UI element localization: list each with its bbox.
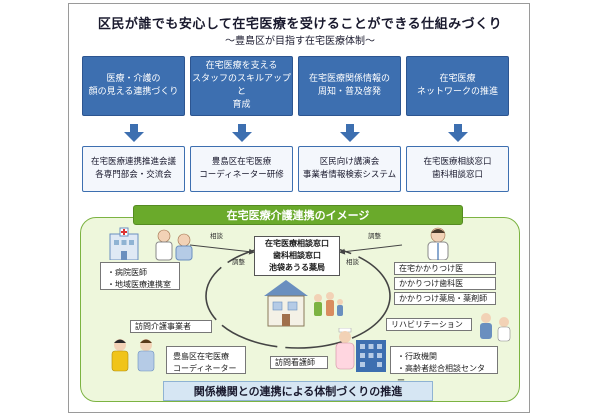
home-care-provider-box: 訪問介護事業者 [130,320,212,333]
home-family-illustration [256,276,346,328]
consult-tag-left: 相談 [210,232,223,240]
pillar-staff-skill-up: 在宅医療を支える スタッフのスキルアップと 育成 [190,56,293,116]
result-lectures-search-system: 区民向け講演会 事業者情報検索システム [298,146,401,192]
hub-pharmacy: 池袋あうる薬局 [269,263,325,272]
pillar-network-promotion: 在宅医療 ネットワークの推進 [406,56,509,116]
result-consultation-desks: 在宅医療相談窓口 歯科相談窓口 [406,146,509,192]
home-dentist-box: かかりつけ歯科医 [394,277,496,290]
rehabilitation-box: リハビリテーション [386,318,472,331]
hub-home-care-desk: 在宅医療相談窓口 [265,239,329,248]
elderly-support-center-label: ・高齢者総合相談センター [397,364,485,385]
visiting-nurse-box: 訪問看護師 [270,356,328,369]
home-doctor-box: 在宅かかりつけ医 [394,262,496,275]
pharmacy-box: かかりつけ薬局・薬剤師 [394,292,496,305]
section-banner: 在宅医療介護連携のイメージ [133,205,463,225]
result-collaboration-meetings: 在宅医療連携推進会議 各専門部会・交流会 [82,146,185,192]
coordinator-box: 豊島区在宅医療 コーディネーター [166,346,246,374]
hub-dental-desk: 歯科相談窓口 [273,251,321,260]
hospital-illustration [100,226,148,261]
home-doctor-illustration [420,226,456,261]
coordinate-tag-right: 調整 [368,232,381,240]
regional-liaison-label: ・地域医療連携室 [107,280,171,289]
coordinator-line-1: 豊島区在宅医療 [173,352,229,361]
coordinate-tag-left: 調整 [232,258,245,266]
down-arrow-icon [448,124,468,142]
rehabilitation-illustration [474,310,514,346]
government-agency-label: ・行政機関 [397,352,437,361]
pillar-information-awareness: 在宅医療関係情報の 周知・普及啓発 [298,56,401,116]
nurse-illustration [332,327,358,370]
hospital-doctor-label: ・病院医師 [107,268,147,277]
page-subtitle: ～豊島区が目指す在宅医療体制～ [225,36,375,47]
down-arrow-icon [124,124,144,142]
admin-agencies-box: ・行政機関 ・高齢者総合相談センター [390,346,498,385]
consult-tag-right: 相談 [346,258,359,266]
down-arrow-icon [340,124,360,142]
doctor-patient-illustration [150,228,198,264]
coordinator-line-2: コーディネーター [173,364,237,373]
footer-banner: 関係機関との連携による体制づくりの推進 [163,381,433,401]
coordinator-illustration [106,336,162,372]
government-building-illustration [354,334,388,372]
down-arrow-icon [232,124,252,142]
consultation-hub: 在宅医療相談窓口 歯科相談窓口 池袋あうる薬局 [254,236,340,276]
pillar-face-to-face-collaboration: 医療・介護の 顔の見える連携づくり [82,56,185,116]
page-title: 区民が誰でも安心して在宅医療を受けることができる仕組みづくり [97,17,503,32]
hospital-staff-box: ・病院医師 ・地域医療連携室 [100,262,180,290]
result-coordinator-training: 豊島区在宅医療 コーディネーター研修 [190,146,293,192]
